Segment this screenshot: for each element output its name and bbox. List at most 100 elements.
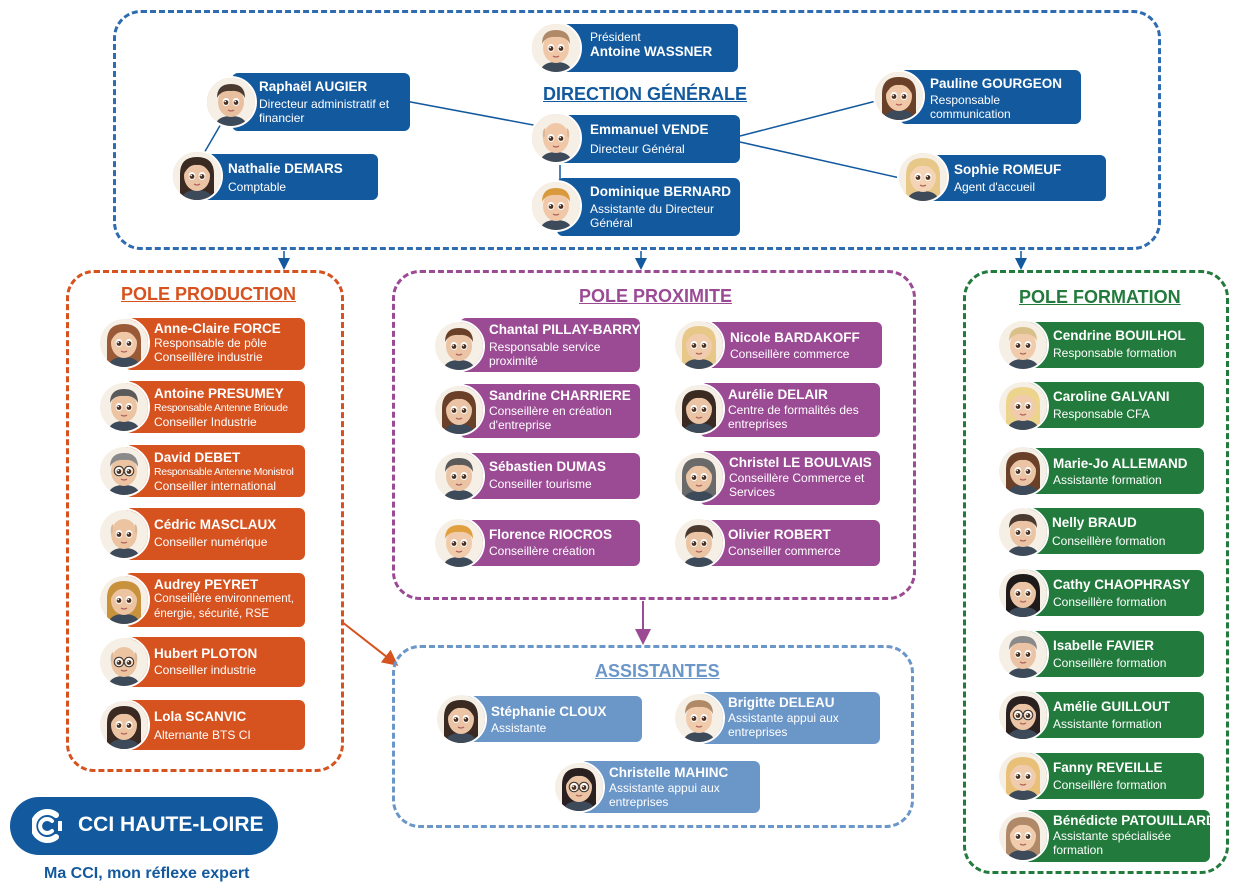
person-role: Responsable service proximité [489,340,601,368]
person-name: Dominique BERNARD [590,184,731,199]
person-card-formation-4: Cathy CHAOPHRASY Conseillère formation [1024,570,1204,616]
person-card-formation-8: Bénédicte PATOUILLARD Assistante spécial… [1024,810,1216,862]
person-role: Responsable communication [930,93,1011,121]
person-role: Conseillère environnement, énergie, sécu… [154,593,294,620]
avatar-portrait-icon [875,72,923,120]
person-name: Marie-Jo ALLEMAND [1053,456,1188,471]
person-card-formation-6: Amélie GUILLOUT Assistante formation [1024,692,1204,738]
person-role: Responsable CFA [1053,407,1150,421]
avatar-chantal-pillay-barry [433,320,485,372]
avatar-portrait-icon [675,321,723,369]
avatar-portrait-icon [100,510,148,558]
person-role: Agent d'accueil [954,180,1036,194]
person-name: Lola SCANVIC [154,709,247,724]
title-direction-generale: DIRECTION GÉNÉRALE [543,84,748,104]
avatar-raphael-augier [205,76,257,128]
avatar-portrait-icon [532,114,580,162]
avatar-antoine-presumey [98,381,150,433]
avatar-david-debet [98,445,150,497]
avatar-portrait-icon [999,630,1047,678]
person-name: Hubert PLOTON [154,646,258,661]
person-card-production-1: Antoine PRESUMEY Responsable Antenne Bri… [125,381,305,433]
avatar-nelly-braud [997,506,1049,558]
person-card-proximite-3: Aurélie DELAIR Centre de formalités des … [700,383,880,437]
person-card-production-3: Cédric MASCLAUX Conseiller numérique [125,508,305,560]
person-role-secondary: Conseiller international [154,479,277,493]
person-card-formation-1: Caroline GALVANI Responsable CFA [1024,382,1204,428]
person-card-production-2: David DEBET Responsable Antenne Monistro… [125,445,305,497]
person-name: Nathalie DEMARS [228,161,343,176]
avatar-portrait-icon [555,763,603,811]
cci-logo-icon [32,809,62,843]
person-role: Conseillère commerce [730,347,850,361]
person-name: Isabelle FAVIER [1053,638,1155,653]
person-role: Responsable Antenne Brioude [154,402,288,414]
avatar-emmanuel-vende [530,112,582,164]
avatar-caroline-galvani [997,380,1049,432]
person-name: Stéphanie CLOUX [491,704,607,719]
avatar-amelie-guillout [997,689,1049,741]
person-card-assistantes-0: Stéphanie CLOUX Assistante [462,696,642,742]
arrow-production-assistantes [341,621,399,666]
avatar-portrait-icon [100,383,148,431]
avatar-cendrine-bouilhol [997,319,1049,371]
avatar-lola-scanvic [98,699,150,751]
avatar-portrait-icon [173,152,221,200]
person-name: Brigitte DELEAU [728,695,835,710]
avatar-portrait-icon [435,452,483,500]
avatar-portrait-icon [999,569,1047,617]
person-card-proximite-1: Nicole BARDAKOFF Conseillère commerce [700,322,882,368]
person-role: Conseillère Commerce et Services [729,471,865,499]
avatar-nathalie-demars [171,150,223,202]
person-card-proximite-2: Sandrine CHARRIERE Conseillère en créati… [460,384,640,438]
avatar-portrait-icon [435,519,483,567]
person-card-president: Président Antoine WASSNER [557,24,738,72]
avatar-portrait-icon [100,447,148,495]
person-role: Assistante spécialisée formation [1053,829,1172,857]
person-card-proximite-0: Chantal PILLAY-BARRY Responsable service… [460,318,640,372]
person-card-communication: Pauline GOURGEON Responsable communicati… [900,70,1081,124]
person-name: Nelly BRAUD [1052,515,1137,530]
avatar-dominique-bernard [530,180,582,232]
person-card-dg: Emmanuel VENDE Directeur Général [557,115,740,163]
avatar-portrait-icon [999,447,1047,495]
avatar-portrait-icon [437,695,485,743]
title-assistantes: ASSISTANTES [595,661,720,681]
person-name: Sophie ROMEUF [954,162,1062,177]
logo-text: CCI HAUTE-LOIRE [78,813,264,836]
person-name: Florence RIOCROS [489,527,613,542]
person-role: Assistante formation [1053,717,1162,731]
person-card-comptable: Nathalie DEMARS Comptable [198,154,378,200]
person-role: Conseiller tourisme [489,477,592,491]
person-card-proximite-7: Olivier ROBERT Conseiller commerce [700,520,880,566]
person-role: Conseillère formation [1053,595,1167,609]
person-name: Caroline GALVANI [1053,389,1170,404]
avatar-florence-riocros [433,517,485,569]
avatar-christel-le-boulvais [673,451,725,503]
person-name: Aurélie DELAIR [728,387,828,402]
person-card-proximite-4: Sébastien DUMAS Conseiller tourisme [460,453,640,499]
person-card-proximite-5: Christel LE BOULVAIS Conseillère Commerc… [700,451,880,505]
slogan: Ma CCI, mon réflexe expert [44,865,250,882]
avatar-portrait-icon [100,576,148,624]
avatar-aurelie-delair [673,383,725,435]
person-name: Cédric MASCLAUX [154,517,277,532]
person-name: Cendrine BOUILHOL [1053,328,1186,343]
person-role: Conseiller industrie [154,663,257,677]
title-pole-proximite: POLE PROXIMITE [579,286,733,306]
person-role: Responsable Antenne Monistrol [154,466,294,478]
avatar-portrait-icon [100,319,148,367]
avatar-hubert-ploton [98,636,150,688]
avatar-portrait-icon [999,812,1047,860]
group-direction-generale [113,10,1161,250]
avatar-portrait-icon [100,701,148,749]
avatar-portrait-icon [675,694,723,742]
person-role: Centre de formalités des entreprises [728,403,859,431]
person-card-assistantes-1: Brigitte DELEAU Assistante appui aux ent… [700,692,880,744]
person-role: Assistante formation [1053,473,1162,487]
person-card-daf: Raphaël AUGIER Directeur administratif e… [232,73,410,131]
person-name: Antoine PRESUMEY [154,386,284,401]
avatar-portrait-icon [999,382,1047,430]
person-name: Raphaël AUGIER [259,79,368,94]
person-card-production-0: Anne-Claire FORCE Responsable de pôle Co… [125,318,305,370]
